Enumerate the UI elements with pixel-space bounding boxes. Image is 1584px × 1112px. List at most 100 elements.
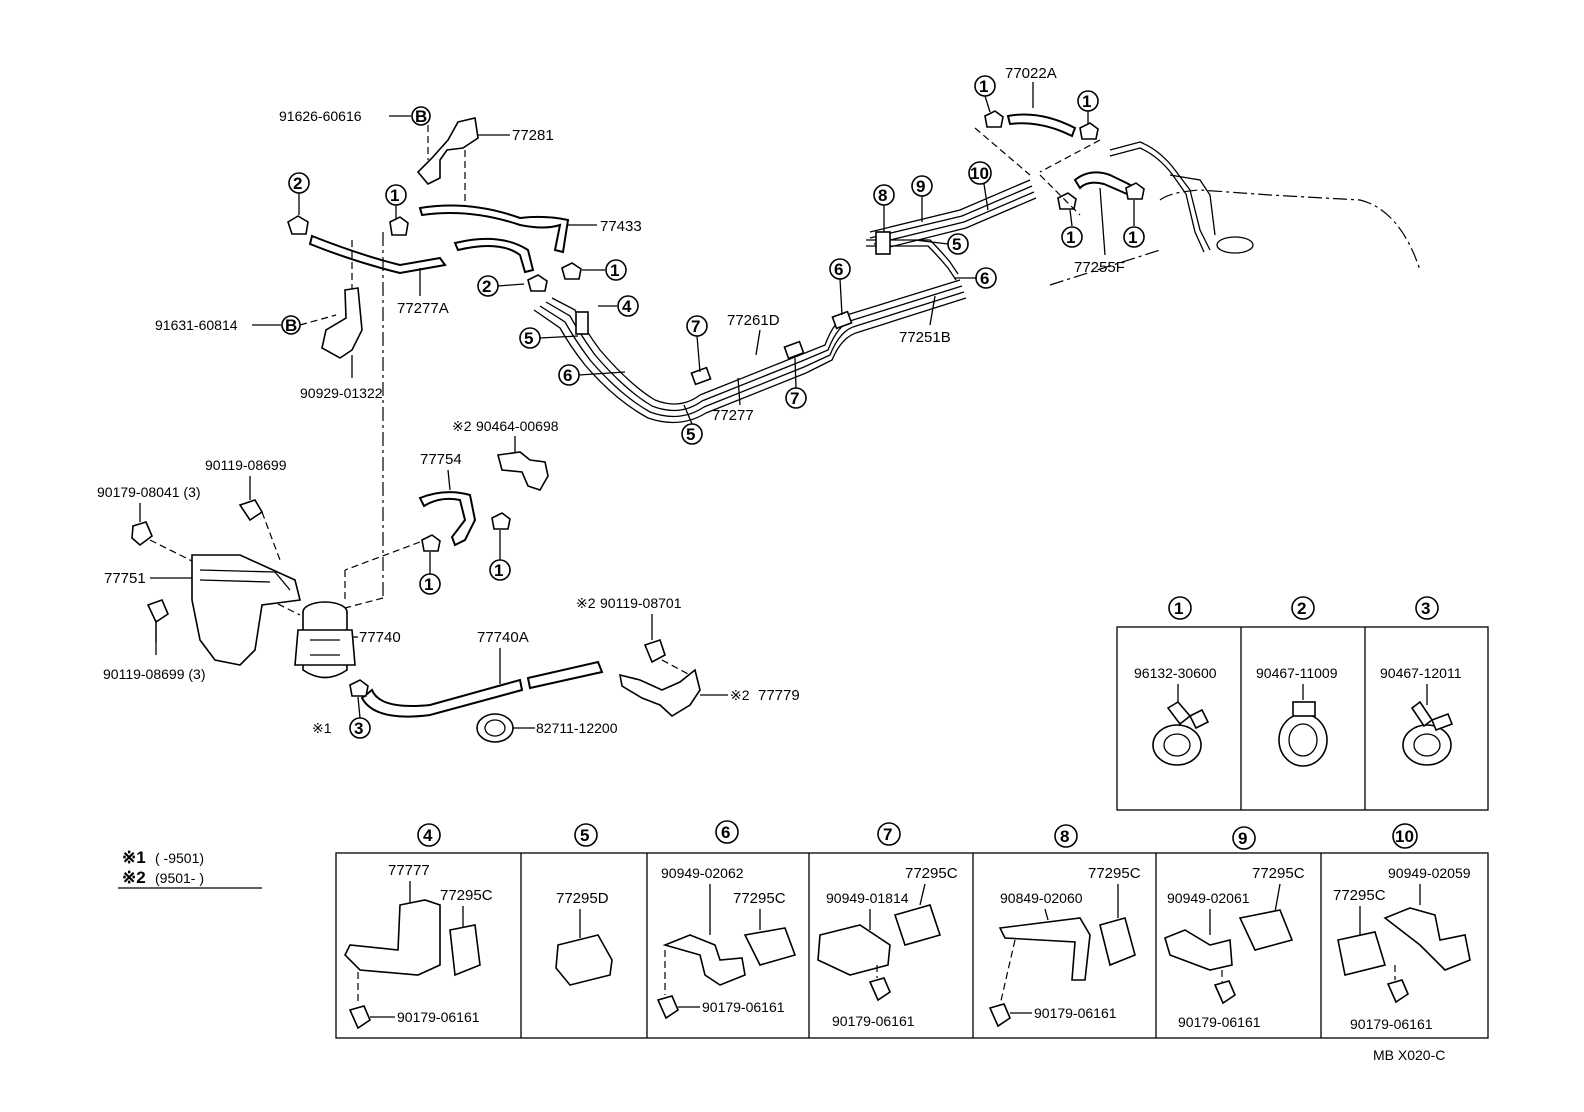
svg-text:6: 6 — [980, 269, 989, 288]
bracket-header-6: 6 — [715, 820, 739, 844]
clamp-icon-90467-12011 — [1402, 700, 1454, 766]
valve-90464-00698 — [496, 451, 549, 491]
hose-77022A — [1006, 113, 1077, 138]
clip-icon — [287, 215, 309, 235]
svg-text:8: 8 — [878, 186, 887, 205]
b4-bolt-label: 90179-06161 — [397, 1009, 480, 1025]
bolt-icon — [868, 977, 891, 1002]
clip-icon — [1125, 182, 1145, 200]
svg-text:1: 1 — [1082, 92, 1091, 111]
clamp-77295C-b9 — [1238, 909, 1294, 951]
canister-77740 — [294, 601, 356, 679]
svg-text:5: 5 — [580, 826, 589, 845]
svg-text:3: 3 — [354, 719, 363, 738]
bracket-90849-02060 — [998, 917, 1091, 981]
b6-clamp-label: 77295C — [733, 890, 786, 907]
label-77277: 77277 — [712, 407, 754, 424]
clamp-header-3: 3 — [1415, 596, 1439, 620]
clip-icon — [349, 679, 369, 697]
label-77277A: 77277A — [397, 300, 449, 317]
label-90119-08699-3: 90119-08699 (3) — [103, 666, 205, 682]
mark-s2-90464: ※2 — [452, 418, 472, 434]
clip-icon — [421, 534, 441, 552]
label-91631-60814: 91631-60814 — [155, 317, 238, 333]
clamp-77295C-b6 — [743, 927, 797, 966]
clamp-icon-90467-11009 — [1278, 701, 1328, 767]
svg-text:6: 6 — [834, 260, 843, 279]
clip-icon — [1079, 122, 1099, 140]
clamp-77295C-b10 — [1337, 931, 1387, 976]
callout-6-right: 6 — [975, 267, 997, 289]
callout-1-upper: 1 — [385, 184, 407, 206]
hose-77754 — [418, 491, 477, 547]
label-77281: 77281 — [512, 127, 554, 144]
callout-5-upper: 5 — [519, 327, 541, 349]
bracket-header-9: 9 — [1232, 826, 1256, 850]
hose-77740A — [360, 678, 524, 718]
b6-bolt-label: 90179-06161 — [702, 999, 785, 1015]
bracket-header-10: 10 — [1392, 823, 1418, 849]
nut-90179-08041 — [131, 521, 153, 547]
callout-7-lower: 7 — [785, 387, 807, 409]
clamp-82711-12200 — [476, 713, 514, 743]
clamp-77295D — [555, 934, 613, 986]
callout-4-mid: 4 — [617, 295, 639, 317]
callout-5-lower: 5 — [681, 423, 703, 445]
svg-text:5: 5 — [524, 329, 533, 348]
b8-bolt-label: 90179-06161 — [1034, 1005, 1117, 1021]
svg-text:1: 1 — [390, 186, 399, 205]
callout-6-left: 6 — [558, 364, 580, 386]
clamp-icon-96132 — [1152, 700, 1210, 766]
label-77255F: 77255F — [1074, 259, 1125, 276]
callout-6-mid: 6 — [829, 258, 851, 280]
bracket-77751 — [191, 554, 301, 666]
bolt-90119-08699 — [238, 499, 264, 522]
svg-text:6: 6 — [563, 366, 572, 385]
svg-text:2: 2 — [482, 277, 491, 296]
clip-icon — [1057, 192, 1077, 210]
b7-bracket-label: 90949-01814 — [826, 890, 909, 906]
bolt-icon — [988, 1003, 1011, 1028]
bolt-icon — [348, 1005, 371, 1030]
bracket-header-4: 4 — [417, 823, 441, 847]
clamp-77295C-b7 — [893, 904, 942, 946]
clamp-header-1: 1 — [1168, 596, 1192, 620]
diagram-code: MB X020-C — [1373, 1047, 1445, 1063]
svg-text:1: 1 — [424, 575, 433, 594]
svg-text:1: 1 — [1066, 228, 1075, 247]
hose-77277A — [308, 234, 447, 275]
label-90119-08701: 90119-08701 — [600, 595, 682, 611]
label-82711-12200: 82711-12200 — [536, 720, 618, 736]
note-2-text: (9501- ) — [155, 870, 204, 886]
svg-text:2: 2 — [293, 174, 302, 193]
clip-icon — [389, 216, 409, 236]
clip-icon — [561, 262, 582, 280]
b7-clamp-label: 77295C — [905, 865, 958, 882]
svg-text:3: 3 — [1421, 599, 1430, 618]
clamp-table — [1116, 626, 1489, 811]
clamp-header-2: 2 — [1291, 596, 1315, 620]
b5-clamp-label: 77295D — [556, 890, 609, 907]
label-77740A: 77740A — [477, 629, 529, 646]
svg-text:1: 1 — [979, 77, 988, 96]
svg-text:4: 4 — [622, 297, 632, 316]
b10-bracket-label: 90949-02059 — [1388, 865, 1471, 881]
b4-clamp-label: 77295C — [440, 887, 493, 904]
callout-b-upper: B — [415, 107, 427, 126]
callout-2-left: 2 — [288, 172, 310, 194]
callout-1-canister-left: 1 — [419, 573, 441, 595]
mark-s1: ※1 — [312, 720, 332, 736]
callout-1-canister-right: 1 — [489, 559, 511, 581]
svg-text:5: 5 — [686, 425, 695, 444]
bracket-header-7: 7 — [877, 822, 901, 846]
label-77740: 77740 — [359, 629, 401, 646]
label-77779: 77779 — [758, 687, 800, 704]
callout-8: 8 — [873, 184, 895, 206]
bracket-header-5: 5 — [574, 823, 598, 847]
label-90119-08699: 90119-08699 — [205, 457, 287, 473]
fuel-tube-bundle — [533, 179, 1037, 424]
clip-icon — [491, 512, 511, 530]
callout-5-right: 5 — [947, 233, 969, 255]
callout-1-top-right: 1 — [1077, 90, 1099, 112]
b7-bolt-label: 90179-06161 — [832, 1013, 915, 1029]
